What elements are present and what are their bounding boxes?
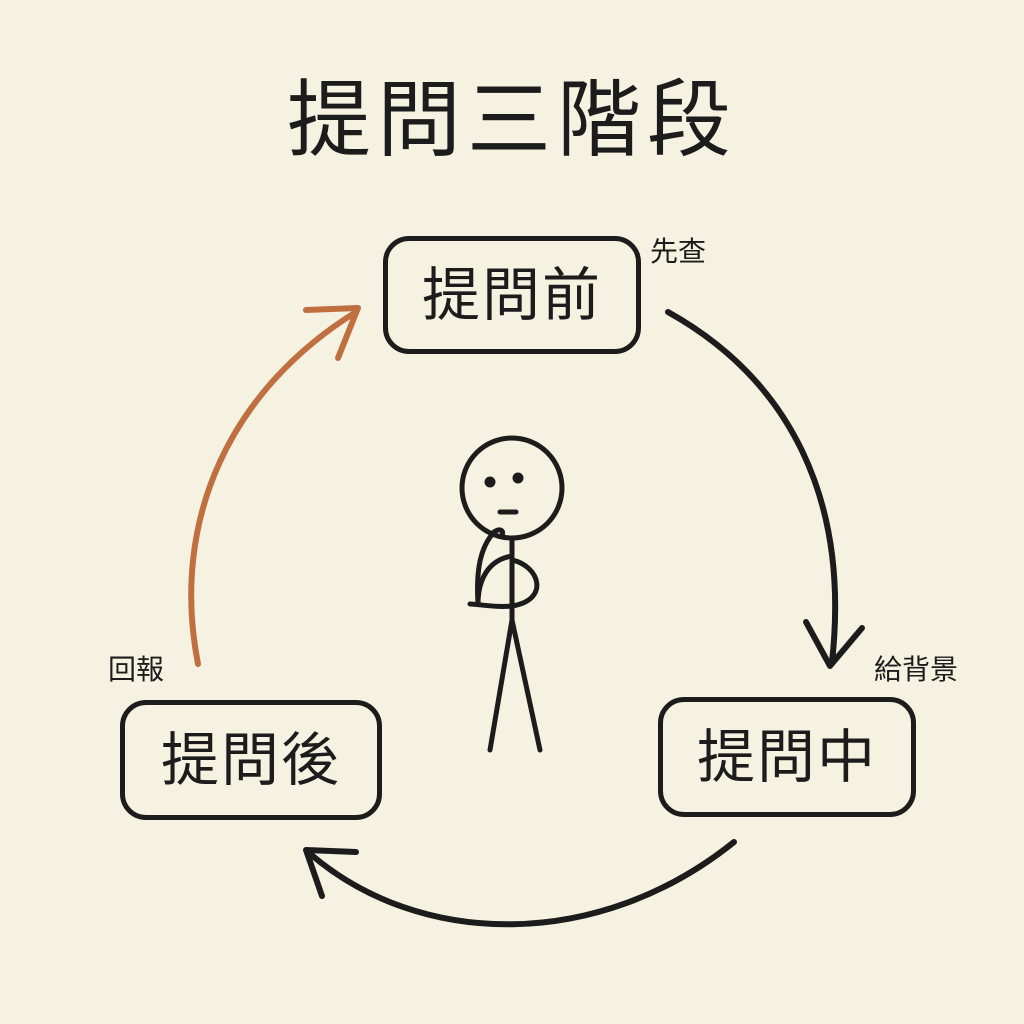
stage-during-note: 給背景 bbox=[874, 653, 959, 686]
arrow-during-to-after bbox=[305, 839, 737, 928]
arrow-before-to-during bbox=[665, 309, 839, 665]
stage-after-label: 提問後 bbox=[160, 726, 341, 794]
stage-during-box: 提問中 bbox=[658, 697, 916, 817]
arrow-head-during-to-after bbox=[303, 847, 359, 899]
stage-before-note: 先查 bbox=[650, 235, 707, 268]
arrow-head-before-to-during bbox=[803, 619, 865, 669]
stage-before-label: 提問前 bbox=[421, 261, 602, 329]
stage-during-label: 提問中 bbox=[696, 723, 877, 791]
arrow-head-after-to-before bbox=[303, 305, 361, 361]
diagram-title: 提問三階段 bbox=[286, 71, 737, 169]
stage-before-box: 提問前 bbox=[383, 236, 641, 354]
arrow-after-to-before bbox=[188, 309, 359, 667]
stage-after-box: 提問後 bbox=[120, 700, 382, 820]
stage-after-note: 回報 bbox=[108, 653, 165, 686]
thinking-stick-figure-icon bbox=[459, 435, 565, 753]
